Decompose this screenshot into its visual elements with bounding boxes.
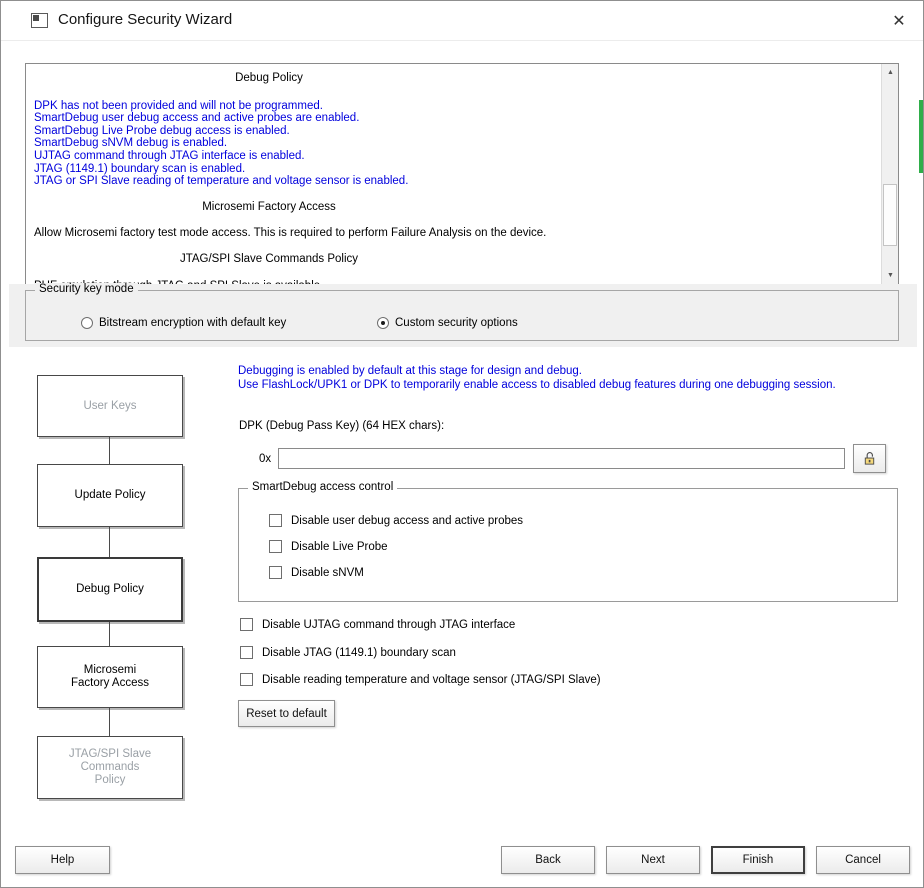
scroll-up-icon[interactable]: ▲ [887,69,894,76]
back-button[interactable]: Back [501,846,595,874]
reset-to-default-button[interactable]: Reset to default [238,700,335,727]
checkbox-label[interactable]: Disable user debug access and active pro… [291,515,524,527]
step-update-policy[interactable]: Update Policy [37,464,183,527]
help-button[interactable]: Help [15,846,110,874]
smartdebug-access-control-group [238,488,898,602]
summary-line: Allow Microsemi factory test mode access… [34,227,547,240]
lock-icon [864,452,875,465]
summary-line: SmartDebug sNVM debug is enabled. [34,137,228,150]
debug-info-line-1: Debugging is enabled by default at this … [238,365,582,377]
checkbox-label[interactable]: Disable JTAG (1149.1) boundary scan [262,647,456,659]
scroll-down-icon[interactable]: ▼ [887,272,894,279]
security-key-mode-group [25,290,899,341]
checkbox-disable-snvm[interactable] [269,566,282,579]
hex-prefix-label: 0x [259,453,272,465]
close-icon[interactable]: ✕ [892,13,906,30]
step-debug-policy[interactable]: Debug Policy [37,557,183,622]
summary-heading-factory-access: Microsemi Factory Access [202,200,336,213]
checkbox-label[interactable]: Disable UJTAG command through JTAG inter… [262,619,516,631]
checkbox-label[interactable]: Disable sNVM [291,567,364,579]
radio-custom-security-options[interactable] [377,317,389,329]
step-label: JTAG/SPI Slave Commands Policy [68,748,152,786]
security-key-mode-band [9,284,917,347]
radio-bitstream-default-key[interactable] [81,317,93,329]
next-button[interactable]: Next [606,846,700,874]
step-label: User Keys [83,399,137,412]
step-microsemi-factory-access[interactable]: Microsemi Factory Access [37,646,183,708]
radio-label-bitstream-default-key[interactable]: Bitstream encryption with default key [99,317,287,329]
checkbox-disable-user-debug-access[interactable] [269,514,282,527]
policy-summary-text: Debug Policy DPK has not been provided a… [26,64,881,284]
window-title: Configure Security Wizard [58,11,233,28]
window-icon [31,13,48,28]
vertical-scrollbar[interactable]: ▲ ▼ [881,64,898,284]
summary-line: SmartDebug user debug access and active … [34,112,360,125]
step-jtag-spi-slave-commands-policy: JTAG/SPI Slave Commands Policy [37,736,183,799]
smartdebug-group-label: SmartDebug access control [248,481,398,493]
scrollbar-thumb[interactable] [883,184,897,246]
security-key-mode-label: Security key mode [35,283,138,295]
summary-line: UJTAG command through JTAG interface is … [34,149,305,162]
title-bar: Configure Security Wizard ✕ [1,1,923,41]
summary-line: PUF emulation through JTAG and SPI Slave… [34,280,873,284]
step-label: Update Policy [74,489,146,501]
step-label: Debug Policy [76,583,144,595]
screen-edge-artifact [919,100,923,173]
step-connector [109,527,110,557]
checkbox-disable-temp-voltage-sensor[interactable] [240,673,253,686]
debug-info-line-2: Use FlashLock/UPK1 or DPK to temporarily… [238,379,836,391]
checkbox-label[interactable]: Disable Live Probe [291,541,388,553]
step-connector [109,708,110,736]
dpk-lock-button[interactable] [853,444,886,473]
summary-line: JTAG (1149.1) boundary scan is enabled. [34,162,246,175]
cancel-button[interactable]: Cancel [816,846,910,874]
finish-button[interactable]: Finish [711,846,805,874]
summary-heading-jtag-spi: JTAG/SPI Slave Commands Policy [179,252,359,265]
step-connector [109,437,110,464]
checkbox-disable-ujtag-command[interactable] [240,618,253,631]
checkbox-disable-jtag-boundary-scan[interactable] [240,646,253,659]
checkbox-disable-live-probe[interactable] [269,540,282,553]
summary-line: SmartDebug Live Probe debug access is en… [34,124,290,137]
checkbox-label[interactable]: Disable reading temperature and voltage … [262,674,601,686]
dpk-label: DPK (Debug Pass Key) (64 HEX chars): [239,420,445,432]
summary-heading-debug-policy: Debug Policy [235,72,303,84]
dpk-input[interactable] [278,448,845,469]
summary-line: DPK has not been provided and will not b… [34,99,323,112]
summary-line: JTAG or SPI Slave reading of temperature… [34,175,409,188]
radio-label-custom-security-options[interactable]: Custom security options [395,317,518,329]
step-label: Microsemi Factory Access [71,664,149,689]
policy-summary-panel: Debug Policy DPK has not been provided a… [25,63,899,285]
step-connector [109,622,110,646]
step-user-keys: User Keys [37,375,183,437]
